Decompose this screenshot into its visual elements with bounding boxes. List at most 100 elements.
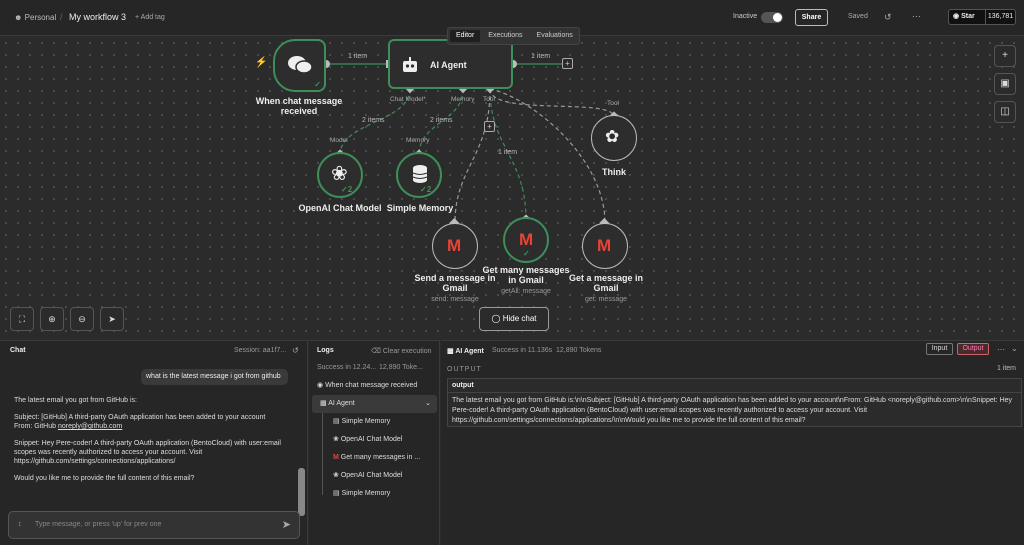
github-icon: ◉ <box>953 13 960 20</box>
add-node-after-button[interactable]: + <box>562 58 573 69</box>
gmail-icon: M <box>597 236 612 255</box>
log-item-getall[interactable]: M Get many messages in ... <box>309 449 440 467</box>
log-item-memory-2[interactable]: ▤ Simple Memory <box>309 485 440 503</box>
tab-editor[interactable]: Editor <box>450 30 481 42</box>
gmail-get-sub: get: message <box>584 296 628 303</box>
breadcrumb-workspace[interactable]: ☻ Personal <box>14 13 57 22</box>
pointer-tool-icon[interactable]: ➤ <box>100 307 124 331</box>
bot-message-p2: Subject: [GitHub] A third-party OAuth ap… <box>14 413 294 431</box>
gmail-send-label-line1: Send a message in <box>414 273 496 283</box>
wire-label-trigger-agent: 1 item <box>348 53 368 60</box>
github-star-count: 136,781 <box>985 10 1015 24</box>
node-gmail-send[interactable]: M <box>432 223 478 269</box>
log-item-label: AI Agent <box>328 400 355 407</box>
gmail-icon: M <box>447 236 462 255</box>
node-gmail-get[interactable]: M <box>582 223 628 269</box>
wire-openai <box>339 88 411 156</box>
bot-email-link[interactable]: noreply@github.com <box>57 423 123 430</box>
log-item-trigger[interactable]: ◉ When chat message received <box>309 377 440 395</box>
reset-session-icon[interactable]: ↺ <box>292 346 299 355</box>
chat-scrollbar[interactable] <box>298 468 305 516</box>
zoom-in-icon[interactable]: ⊕ <box>40 307 64 331</box>
wire-getall <box>489 88 527 221</box>
openai-icon: ❀ <box>331 163 348 185</box>
output-toggle-button[interactable]: Output <box>957 343 989 355</box>
chat-message-input[interactable]: ↕ Type message, or press 'up' for prev o… <box>8 511 300 539</box>
tab-executions[interactable]: Executions <box>488 32 523 39</box>
node-gmail-getall[interactable]: M ✓ <box>503 217 549 263</box>
wire-label-openai: 2 items <box>362 117 385 124</box>
bot-from: From: GitHub <box>14 423 58 430</box>
share-button[interactable]: Share <box>795 9 828 26</box>
chat-panel: Chat Session: aa1f7... ↺ what is the lat… <box>0 340 308 545</box>
node-ai-agent[interactable]: AI Agent <box>388 39 513 89</box>
add-tool-button[interactable]: + <box>484 121 495 132</box>
robot-icon: ▩ <box>320 400 327 407</box>
tab-evaluations[interactable]: Evaluations <box>536 32 573 39</box>
log-item-label: OpenAI Chat Model <box>340 436 403 443</box>
github-star-button[interactable]: ◉ Star 136,781 <box>948 9 1016 25</box>
fit-view-icon[interactable]: ⛶ <box>10 307 34 331</box>
more-options-icon[interactable]: ⋯ <box>997 345 1005 354</box>
view-tabs: Editor Executions Evaluations <box>447 27 580 45</box>
gmail-getall-sub: getAll: message <box>501 288 551 295</box>
node-think[interactable]: ✿ <box>591 115 637 161</box>
expand-icon[interactable]: ↕ <box>18 521 22 528</box>
output-node-name: ▩ AI Agent <box>447 347 484 355</box>
memory-badge: ✓2 <box>420 185 432 194</box>
gmail-get-label: Get a message in Gmail <box>556 273 656 293</box>
gmail-icon: M <box>519 230 534 249</box>
output-node-label: AI Agent <box>455 348 484 355</box>
trigger-label-line1: When chat message <box>255 96 343 106</box>
chat-icon: ◯ <box>491 314 501 323</box>
add-node-icon[interactable]: + <box>994 45 1016 67</box>
bot-message-p1: The latest email you got from GitHub is: <box>14 397 137 404</box>
memory-port-label: Memory <box>406 137 430 144</box>
openai-badge: ✓2 <box>341 185 353 194</box>
log-item-memory-1[interactable]: ▤ Simple Memory <box>309 413 440 431</box>
more-menu-icon[interactable]: ⋯ <box>912 11 921 21</box>
node-simple-memory[interactable]: ✓2 <box>396 152 442 198</box>
gmail-getall-label: Get many messages in Gmail <box>476 265 576 285</box>
openai-icon: ❀ <box>333 472 339 479</box>
sticky-note-icon[interactable]: ▣ <box>994 73 1016 95</box>
memory-badge-count: 2 <box>426 185 432 194</box>
active-toggle[interactable] <box>761 12 783 23</box>
zoom-out-icon[interactable]: ⊖ <box>70 307 94 331</box>
history-icon[interactable]: ↺ <box>884 12 892 22</box>
panel-toggle-icon[interactable]: ◫ <box>994 101 1016 123</box>
node-chat-trigger[interactable]: ✓ <box>273 39 326 92</box>
trigger-label-line2: received <box>280 106 318 116</box>
workflow-canvas[interactable]: ⚡ ✓ When chat message received 1 item AI… <box>0 37 1024 340</box>
logs-summary-tokens: 12,890 Toke... <box>379 364 423 371</box>
active-status-label: Inactive <box>733 13 758 20</box>
port-label-memory: Memory <box>451 96 475 103</box>
bot-subject: Subject: [GitHub] A third-party OAuth ap… <box>14 414 266 421</box>
robot-icon <box>403 57 417 72</box>
session-id: Session: aa1f7... <box>234 347 287 354</box>
brain-icon: ✿ <box>605 127 620 146</box>
bot-message: The latest email you got from GitHub is:… <box>14 396 294 491</box>
log-item-openai-1[interactable]: ❀ OpenAI Chat Model <box>309 431 440 449</box>
input-toggle-button[interactable]: Input <box>926 343 953 355</box>
workflow-name[interactable]: My workflow 3 <box>69 12 127 22</box>
node-openai-chat-model[interactable]: ❀ ✓2 <box>317 152 363 198</box>
think-label: Think <box>602 167 626 177</box>
openai-port-label: Model <box>330 137 348 144</box>
database-icon: ▤ <box>333 490 340 497</box>
clear-execution-button[interactable]: ⌫ Clear execution <box>371 347 432 355</box>
output-item-count: 1 item <box>996 365 1016 372</box>
add-tag-link[interactable]: + Add tag <box>135 14 165 21</box>
log-item-label: Simple Memory <box>341 418 391 425</box>
hide-chat-button[interactable]: ◯ Hide chat <box>479 307 549 331</box>
chat-bubbles-icon <box>288 56 313 74</box>
chat-input-placeholder: Type message, or press 'up' for prev one <box>35 521 162 528</box>
chevron-down-icon[interactable]: ⌄ <box>1011 344 1018 353</box>
log-item-ai-agent[interactable]: ▩ AI Agent ⌄ <box>312 395 437 413</box>
output-json-box: output The latest email you got from Git… <box>447 378 1022 427</box>
breadcrumb-separator: / <box>60 12 63 22</box>
log-item-openai-2[interactable]: ❀ OpenAI Chat Model <box>309 467 440 485</box>
chevron-down-icon[interactable]: ⌄ <box>425 400 431 407</box>
send-icon[interactable]: ➤ <box>281 519 291 531</box>
